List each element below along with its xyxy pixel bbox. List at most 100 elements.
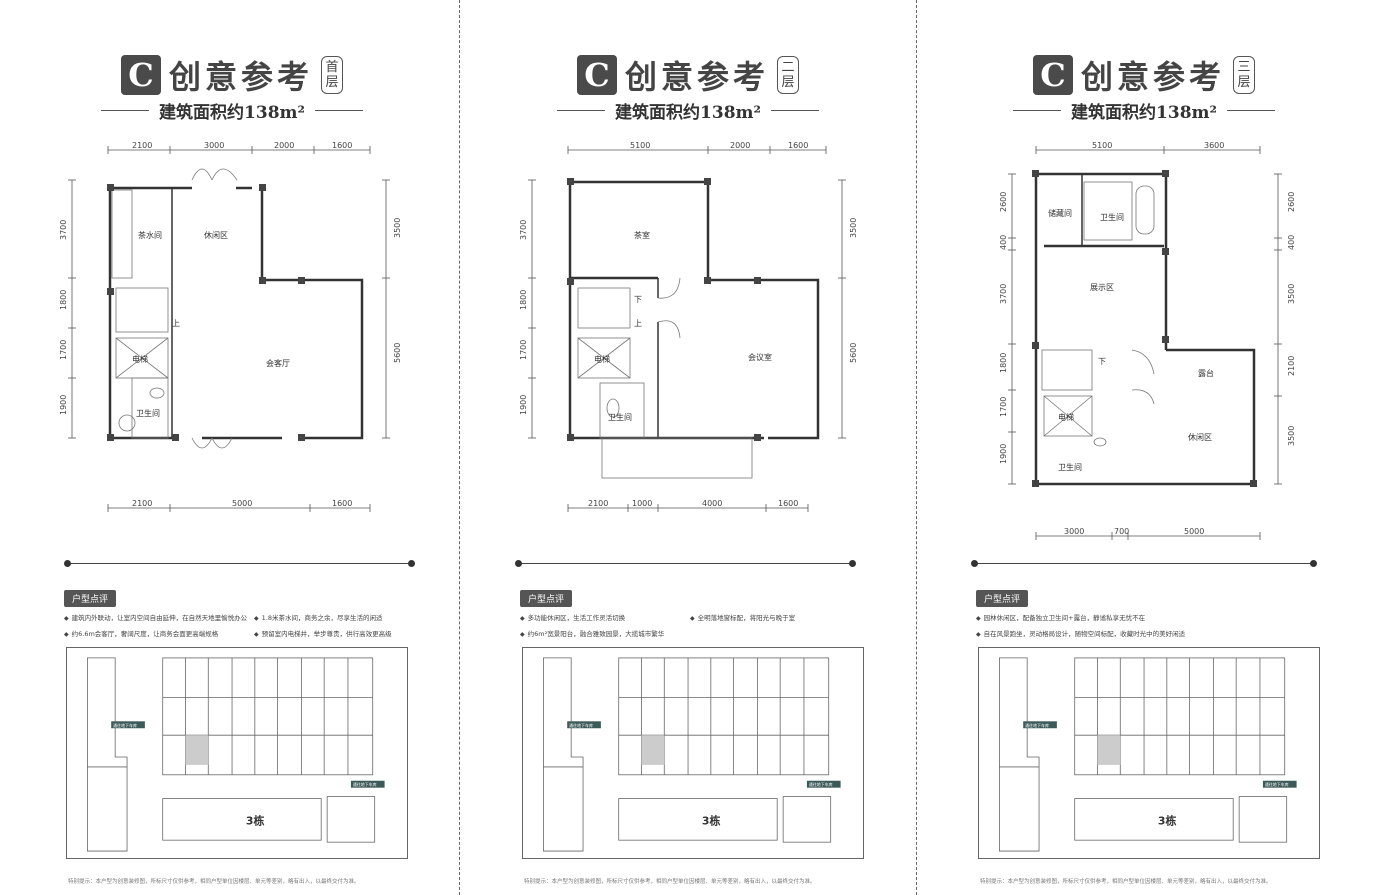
review-note: 自在风景跑坐，灵动格局设计，随物空间标配，收藏时光中的美好闲适 bbox=[976, 624, 1186, 645]
garage-label: 通往地下车库 bbox=[353, 782, 377, 787]
section-separator bbox=[64, 560, 415, 567]
c-badge: C bbox=[1032, 55, 1073, 95]
review-note: 建筑内外联动，让室内空间自由延伸，在自然天地里愉悦办公 bbox=[64, 608, 248, 629]
dim-label: 5000 bbox=[232, 499, 252, 508]
dim-label: 1700 bbox=[999, 397, 1008, 417]
dim-label: 1000 bbox=[632, 499, 652, 508]
title-text: 创意参考 bbox=[1080, 58, 1225, 96]
column-divider bbox=[916, 0, 917, 895]
dim-label: 3700 bbox=[59, 220, 68, 240]
dim-label: 3000 bbox=[204, 141, 224, 150]
dim-label: 3600 bbox=[1204, 141, 1224, 150]
dim-label: 5600 bbox=[393, 343, 402, 363]
review-note: 全明落地窗标配，将阳光与晚于室 bbox=[690, 608, 796, 629]
floor-tag-char: 层 bbox=[1237, 75, 1251, 90]
dim-label: 700 bbox=[1114, 527, 1129, 536]
area-text: 建筑面积约138m² bbox=[159, 103, 305, 123]
floor-plan-3: 5100 3600 3000 700 5000 2600 400 3700 18… bbox=[999, 141, 1296, 540]
room-label: 会客厅 bbox=[266, 358, 290, 368]
room-label: 电梯 bbox=[594, 354, 610, 364]
dim-label: 1800 bbox=[519, 290, 528, 310]
garage-label: 通往地下车库 bbox=[1025, 723, 1049, 728]
footer-note: 特别提示：本户型为创意装修图，所标尺寸仅供参考，相同户型单位因楼层、单元等差别，… bbox=[524, 879, 816, 885]
room-label: 上 bbox=[634, 319, 642, 328]
dim-label: 2000 bbox=[730, 141, 750, 150]
room-label: 展示区 bbox=[1090, 283, 1114, 292]
floor-tag-char: 首 bbox=[325, 60, 339, 75]
room-label: 下 bbox=[634, 295, 642, 304]
floor-tag-char: 二 bbox=[781, 60, 795, 75]
dim-label: 3000 bbox=[1064, 527, 1084, 536]
room-label: 下 bbox=[1098, 357, 1106, 366]
dim-label: 2000 bbox=[274, 141, 294, 150]
dim-label: 3500 bbox=[1287, 284, 1296, 304]
area-text: 建筑面积约138m² bbox=[1071, 103, 1217, 123]
title-text: 创意参考 bbox=[624, 58, 769, 96]
footer-note: 特别提示：本户型为创意装修图，所标尺寸仅供参考，相同户型单位因楼层、单元等差别，… bbox=[68, 879, 360, 885]
floor-plan-1: 2100 3000 2000 1600 2100 5000 1600 3700 … bbox=[59, 141, 402, 512]
floor-tag-char: 层 bbox=[325, 75, 339, 90]
floor-plan-2: 5100 2000 1600 2100 1000 4000 1600 3700 … bbox=[519, 141, 858, 512]
room-label: 储藏间 bbox=[1048, 208, 1072, 218]
building-label: 3栋 bbox=[702, 813, 721, 827]
dim-label: 1900 bbox=[59, 395, 68, 415]
panel-title: C 创意参考 二 层 bbox=[468, 52, 908, 98]
c-badge: C bbox=[120, 55, 161, 95]
dim-label: 2600 bbox=[999, 192, 1008, 212]
dim-label: 1800 bbox=[999, 353, 1008, 373]
dim-label: 2100 bbox=[1287, 356, 1296, 376]
room-label: 上 bbox=[172, 319, 180, 328]
review-note: 园林休闲区，配备独立卫生间+露台，静谧私享无忧不在 bbox=[976, 608, 1145, 629]
dim-label: 5100 bbox=[630, 141, 650, 150]
dim-label: 3500 bbox=[849, 218, 858, 238]
room-label: 电梯 bbox=[1058, 412, 1074, 422]
dim-label: 3700 bbox=[519, 220, 528, 240]
site-plan: 通往地下车库 通往地下车库 3栋 bbox=[978, 647, 1320, 859]
review-label: 户型点评 bbox=[976, 590, 1029, 607]
site-plan: 通往地下车库 通往地下车库 3栋 bbox=[522, 647, 864, 859]
room-label: 休闲区 bbox=[1188, 432, 1212, 442]
section-separator bbox=[971, 560, 1317, 567]
garage-label: 通往地下车库 bbox=[113, 723, 137, 728]
dim-label: 1900 bbox=[519, 395, 528, 415]
room-label: 卫生间 bbox=[136, 408, 160, 418]
room-label: 会议室 bbox=[748, 352, 772, 362]
floor-tag-char: 三 bbox=[1237, 60, 1251, 75]
site-plan: 通往地下车库 通往地下车库 3栋 bbox=[66, 647, 408, 859]
column-divider bbox=[459, 0, 460, 895]
floor-tag-char: 层 bbox=[781, 75, 795, 90]
panel-floor-3: C 创意参考 三 层 建筑面积约138m² bbox=[924, 0, 1364, 895]
review-note: 约6.6m会客厅，奢阔尺度，让商务会面更高端规格 bbox=[64, 624, 219, 645]
room-label: 卫生间 bbox=[608, 412, 632, 422]
review-note: 预留室内电梯井，举步尊贵，供行高效更高级 bbox=[254, 624, 392, 645]
panel-title: C 创意参考 三 层 bbox=[924, 52, 1364, 98]
garage-label: 通往地下车库 bbox=[809, 782, 833, 787]
dim-label: 400 bbox=[999, 235, 1008, 250]
building-label: 3栋 bbox=[1158, 813, 1177, 827]
floor-tag: 首 层 bbox=[321, 56, 343, 94]
dim-label: 3500 bbox=[393, 218, 402, 238]
garage-label: 通往地下车库 bbox=[1265, 782, 1289, 787]
room-label: 茶室 bbox=[634, 230, 650, 240]
area-text: 建筑面积约138m² bbox=[615, 103, 761, 123]
c-badge: C bbox=[576, 55, 617, 95]
garage-label: 通往地下车库 bbox=[569, 723, 593, 728]
dim-label: 1900 bbox=[999, 444, 1008, 464]
area-row: 建筑面积约138m² bbox=[924, 98, 1364, 123]
review-label: 户型点评 bbox=[64, 590, 117, 607]
building-label: 3栋 bbox=[246, 813, 265, 827]
dim-label: 5000 bbox=[1184, 527, 1204, 536]
dim-label: 1600 bbox=[332, 499, 352, 508]
dim-label: 1600 bbox=[332, 141, 352, 150]
room-label: 电梯 bbox=[132, 354, 148, 364]
panel-floor-1: C 创意参考 首 层 建筑面积约138m² bbox=[12, 0, 452, 895]
dim-label: 2100 bbox=[132, 141, 152, 150]
dim-label: 4000 bbox=[702, 499, 722, 508]
panel-floor-2: C 创意参考 二 层 建筑面积约138m² bbox=[468, 0, 908, 895]
room-label: 茶水间 bbox=[138, 230, 162, 240]
area-row: 建筑面积约138m² bbox=[12, 98, 452, 123]
room-label: 卫生间 bbox=[1100, 212, 1124, 222]
dim-label: 1800 bbox=[59, 290, 68, 310]
title-text: 创意参考 bbox=[168, 58, 313, 96]
